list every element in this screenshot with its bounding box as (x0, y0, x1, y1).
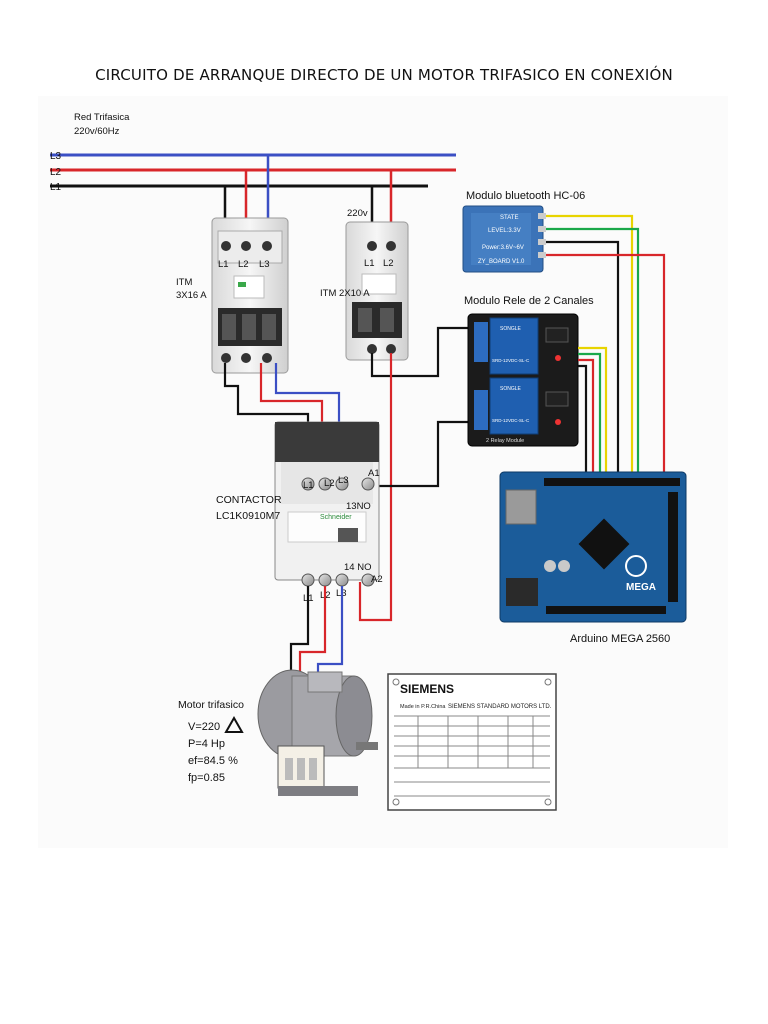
itm2-terminal-l2: L2 (383, 258, 394, 269)
nameplate-brand: SIEMENS (400, 682, 454, 696)
contactor-coil-a2: A2 (371, 574, 383, 585)
page-title: CIRCUITO DE ARRANQUE DIRECTO DE UN MOTOR… (95, 66, 673, 84)
contactor-top-l3: L3 (338, 475, 349, 486)
motor-voltage: V=220 (188, 721, 220, 733)
motor-efficiency: ef=84.5 % (188, 755, 238, 767)
wire-bt-green (546, 227, 640, 477)
itm2-name: ITM 2X10 A (320, 288, 370, 299)
bluetooth-module (462, 205, 546, 273)
itm-2x10-breaker (345, 221, 409, 361)
bt-pin-power: Power:3.6V~6V (482, 245, 524, 251)
schematic-board: Red Trifasica 220v/60Hz L3 L2 L1 L1 L2 L… (38, 96, 728, 848)
contactor-aux-13no: 13NO (346, 501, 371, 512)
wire-bt-yellow (546, 214, 634, 477)
contactor-top-l2: L2 (324, 478, 335, 489)
relay1-brand: SONGLE (500, 326, 522, 332)
wire-bt-black (546, 240, 620, 477)
contactor-coil-a1: A1 (368, 468, 380, 479)
supply-name: Red Trifasica (74, 112, 130, 123)
wire-relay-black (578, 364, 588, 477)
arduino-name: Arduino MEGA 2560 (570, 633, 670, 645)
delta-icon (224, 715, 244, 733)
contactor-brand: Schneider (320, 514, 352, 521)
nameplate-origin: Made in P.R.China (400, 704, 446, 710)
itm2-voltage: 220v (347, 208, 368, 219)
motor-power-factor: fp=0.85 (188, 772, 225, 784)
relay1-model: SRD-12VDC-SL-C (492, 358, 530, 363)
itm1-terminal-l1: L1 (218, 259, 229, 270)
wire-relay-yellow (578, 346, 608, 477)
contactor-name: CONTACTOR (216, 494, 282, 506)
contactor-top-l1: L1 (303, 480, 314, 491)
motor-name: Motor trifasico (178, 699, 244, 711)
bus-label-l2: L2 (50, 167, 62, 178)
bus-label-l3: L3 (50, 151, 62, 162)
contactor-model: LC1K0910M7 (216, 510, 280, 522)
itm2-terminal-l1: L1 (364, 258, 375, 269)
wire-relay-green (578, 352, 602, 477)
itm1-terminal-l3: L3 (259, 259, 270, 270)
relay2-model: SRD-12VDC-SL-C (492, 418, 530, 423)
relay2-brand: SONGLE (500, 386, 522, 392)
arduino-mega-board (499, 471, 687, 623)
bus-label-l1: L1 (50, 182, 62, 193)
bt-pin-level: LEVEL:3.3V (488, 228, 521, 234)
motor-power: P=4 Hp (188, 738, 225, 750)
wire-itm2-relay (370, 326, 468, 378)
contactor-aux-14no: 14 NO (344, 562, 371, 573)
wire-relay-coil-a1 (368, 420, 468, 488)
contactor-body (274, 421, 380, 587)
itm-3x16-breaker (211, 217, 289, 374)
bt-pin-state: STATE (500, 215, 518, 221)
itm1-name: ITM (176, 277, 192, 288)
motor-nameplate (387, 673, 557, 811)
relay-name: Modulo Rele de 2 Canales (464, 295, 594, 307)
relay-module (467, 313, 579, 447)
wire-relay-red (578, 358, 595, 477)
bt-board: ZY_BOARD V1.0 (478, 259, 525, 265)
arduino-board-text: MEGA (626, 582, 656, 593)
schematic-svg: Red Trifasica 220v/60Hz L3 L2 L1 L1 L2 L… (50, 112, 687, 811)
itm1-terminal-l2: L2 (238, 259, 249, 270)
wire-bt-red (546, 253, 666, 477)
nameplate-maker: SIEMENS STANDARD MOTORS LTD. (448, 704, 552, 710)
bluetooth-name: Modulo bluetooth HC-06 (466, 190, 585, 202)
motor-illustration (257, 669, 378, 796)
relay-board-label: 2 Relay Module (486, 438, 524, 444)
supply-rating: 220v/60Hz (74, 126, 120, 137)
itm1-rating: 3X16 A (176, 290, 207, 301)
